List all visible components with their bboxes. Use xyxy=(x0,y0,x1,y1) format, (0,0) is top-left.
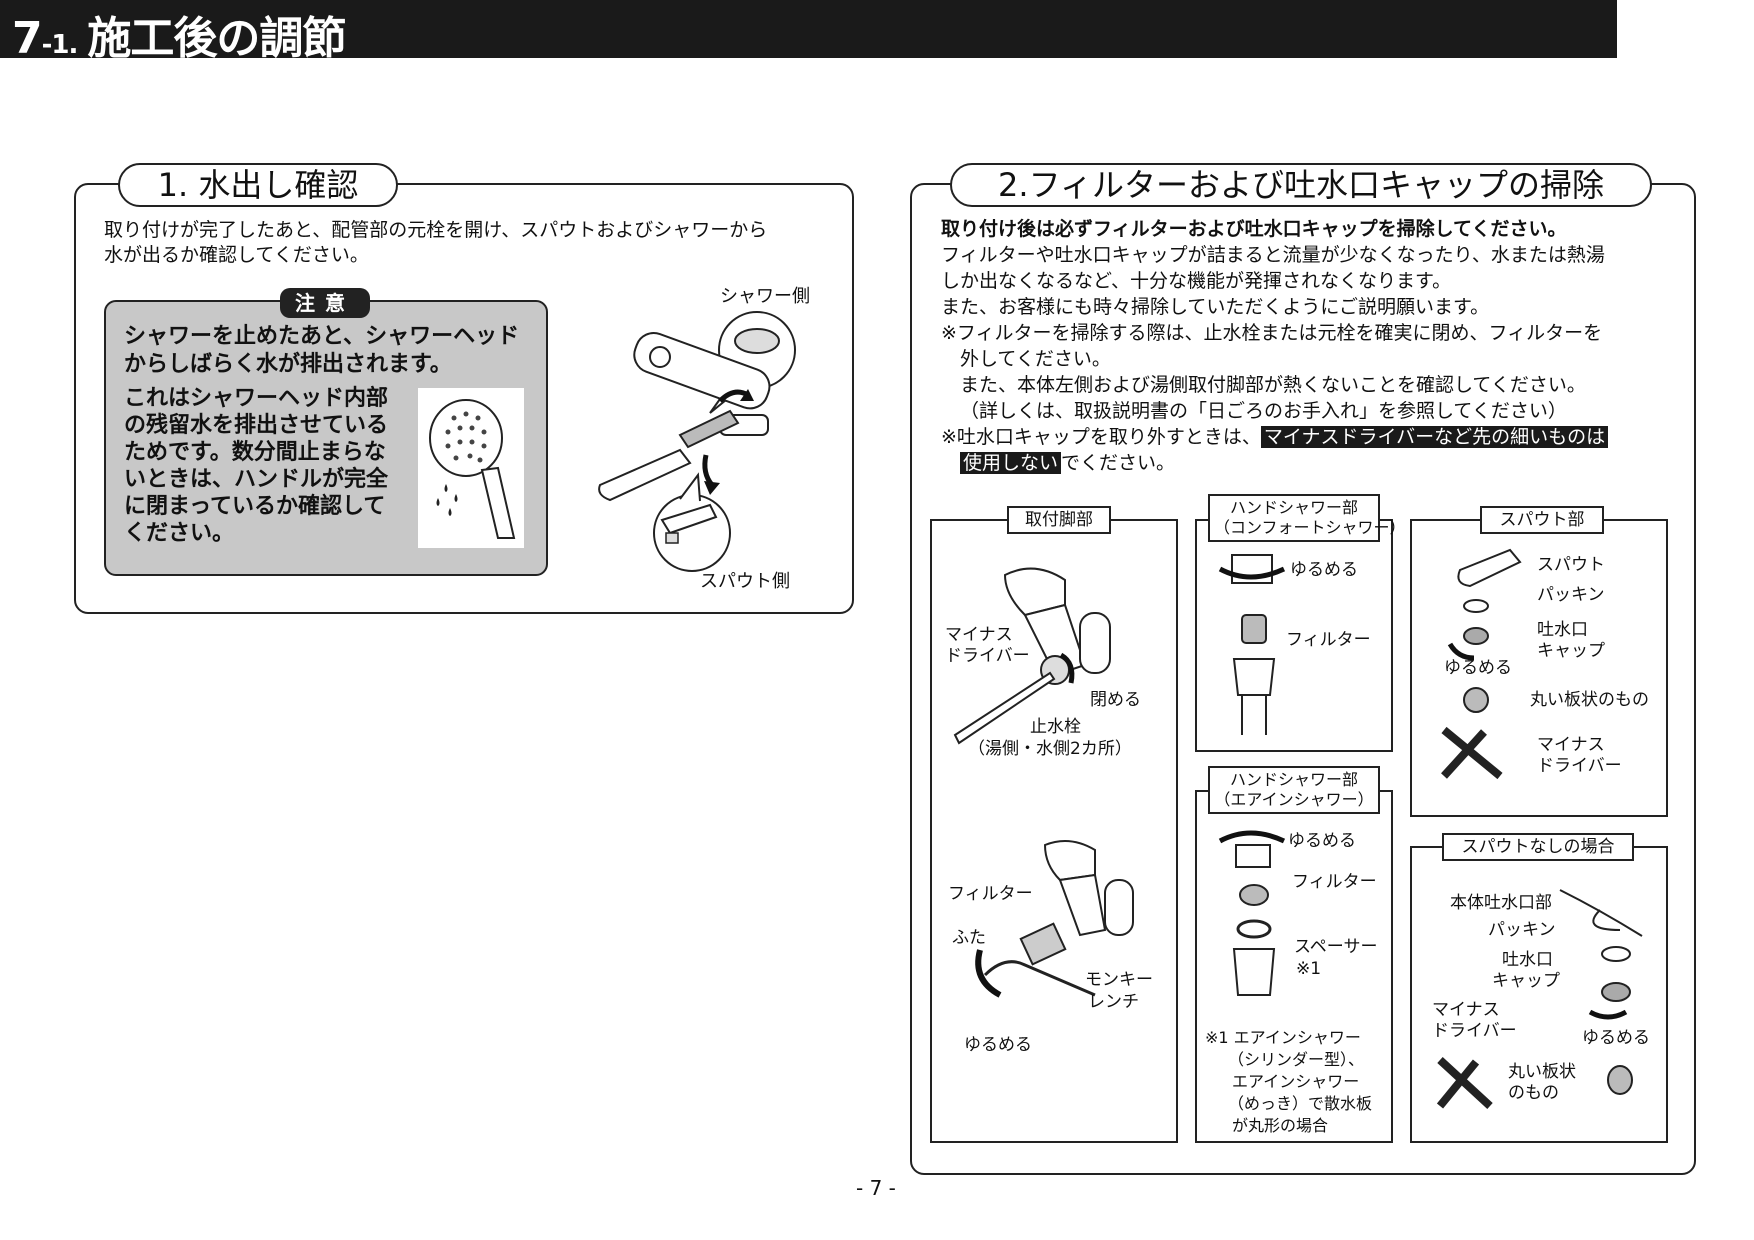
section2-line-5: 外してください。 xyxy=(960,348,1111,370)
section2-line-4: ※フィルターを掃除する際は、止水栓または元栓を確実に閉め、フィルターを xyxy=(941,322,1603,344)
airin-note-1: ※1 エアインシャワー xyxy=(1205,1028,1361,1047)
caution-line-1: シャワーを止めたあと、シャワーヘッド xyxy=(124,324,520,349)
page-header: 7-1.施工後の調節 xyxy=(0,0,1617,64)
base-label-wrench-2: レンチ xyxy=(1088,992,1139,1012)
spout-label-spout: スパウト xyxy=(1537,555,1605,575)
nospout-label-driver-2: ドライバー xyxy=(1432,1021,1517,1041)
section2-note: ※吐水口キャップを取り外すときは、マイナスドライバーなど先の細いものは xyxy=(941,425,1609,450)
box-nospout-title: スパウトなしの場合 xyxy=(1442,833,1634,861)
airin-label-spacer-2: ※1 xyxy=(1296,959,1322,979)
spout-label-cap-2: キャップ xyxy=(1537,641,1605,661)
box-spout-title: スパウト部 xyxy=(1480,506,1604,534)
label-shower-side: シャワー側 xyxy=(720,286,810,307)
airin-note-4: （めっき）で散水板 xyxy=(1228,1094,1373,1113)
caution-line-2: からしばらく水が排出されます。 xyxy=(124,352,452,377)
section2-lead: 取り付け後は必ずフィルターおよび吐水口キャップを掃除してください。 xyxy=(941,218,1567,240)
comfort-illustration xyxy=(1218,554,1286,735)
section2-line-6: また、本体左側および湯側取付脚部が熱くないことを確認してください。 xyxy=(960,374,1586,396)
section2-title: 2.フィルターおよび吐水口キャップの掃除 xyxy=(950,163,1652,207)
nospout-illustration xyxy=(1436,889,1643,1109)
caution-line-6: いときは、ハンドルが完全 xyxy=(124,467,389,492)
section1-intro-line2: 水が出るか確認してください。 xyxy=(104,244,369,266)
comfort-label-loosen: ゆるめる xyxy=(1290,560,1358,580)
base-label-close: 閉める xyxy=(1090,690,1141,710)
box-airin xyxy=(1195,790,1393,1143)
base-label-lid: ふた xyxy=(952,928,986,948)
nospout-label-round-1: 丸い板状 xyxy=(1508,1062,1576,1082)
section2-line-3: また、お客様にも時々掃除していただくようにご説明願います。 xyxy=(941,296,1490,318)
spout-label-driver-2: ドライバー xyxy=(1537,756,1622,776)
spout-label-cap-1: 吐水口 xyxy=(1537,620,1588,640)
base-label-driver-1: マイナス xyxy=(945,625,1013,645)
base-valve-illustration xyxy=(953,567,1111,745)
section2-line-2: しか出なくなるなど、十分な機能が発揮されなくなります。 xyxy=(941,270,1452,292)
section1-title: 1. 水出し確認 xyxy=(118,163,398,207)
box-airin-title: ハンドシャワー部（エアインシャワー） xyxy=(1208,766,1380,814)
nospout-label-cap-2: キャップ xyxy=(1492,971,1560,991)
base-filter-illustration xyxy=(975,840,1134,998)
airin-note-5: が丸形の場合 xyxy=(1232,1116,1329,1135)
box-comfort xyxy=(1195,519,1393,752)
caution-line-4: の残留水を排出させている xyxy=(124,413,389,438)
airin-label-spacer-1: スペーサー xyxy=(1294,937,1378,957)
nospout-label-cap-1: 吐水口 xyxy=(1502,950,1553,970)
base-label-wrench-1: モンキー xyxy=(1085,970,1153,990)
section2-line-1: フィルターや吐水口キャップが詰まると流量が少なくなったり、水または熱湯 xyxy=(941,244,1605,266)
spout-illustration xyxy=(1441,548,1522,780)
caution-line-8: ください。 xyxy=(124,521,235,546)
airin-note-3: エアインシャワー xyxy=(1232,1072,1360,1091)
caution-line-3: これはシャワーヘッド内部 xyxy=(124,386,389,411)
airin-illustration xyxy=(1218,830,1286,996)
page-number: - 7 - xyxy=(856,1176,896,1200)
airin-label-filter: フィルター xyxy=(1292,872,1377,892)
section2-note-cont: 使用しないでください。 xyxy=(960,451,1175,476)
nospout-label-packing: パッキン xyxy=(1488,920,1556,940)
section2-line-7: （詳しくは、取扱説明書の「日ごろのお手入れ」を参照してください） xyxy=(960,400,1567,422)
base-label-loosen: ゆるめる xyxy=(964,1035,1032,1055)
caution-label: 注意 xyxy=(280,288,370,318)
header-title: 7-1.施工後の調節 xyxy=(12,13,346,64)
label-spout-side: スパウト側 xyxy=(700,571,790,592)
caution-line-7: に閉まっているか確認して xyxy=(124,494,386,519)
spout-label-loosen: ゆるめる xyxy=(1444,658,1512,678)
airin-label-loosen: ゆるめる xyxy=(1288,831,1356,851)
nospout-label-round-2: のもの xyxy=(1508,1083,1559,1103)
spout-label-driver-1: マイナス xyxy=(1537,735,1605,755)
nospout-label-driver-1: マイナス xyxy=(1432,1000,1500,1020)
box-base-title: 取付脚部 xyxy=(1007,506,1111,534)
base-label-valve-1: 止水栓 xyxy=(1030,717,1081,737)
shower-head-illustration xyxy=(418,388,524,548)
base-label-valve-2: （湯側・水側2カ所） xyxy=(968,739,1132,759)
box-comfort-title: ハンドシャワー部（コンフォートシャワー） xyxy=(1208,494,1406,542)
comfort-label-filter: フィルター xyxy=(1286,630,1371,650)
section1-intro-line1: 取り付けが完了したあと、配管部の元栓を開け、スパウトおよびシャワーから xyxy=(104,219,768,241)
spout-label-packing: パッキン xyxy=(1537,585,1605,605)
airin-note-2: （シリンダー型）、 xyxy=(1228,1050,1365,1069)
nospout-label-loosen: ゆるめる xyxy=(1582,1028,1650,1048)
base-label-driver-2: ドライバー xyxy=(945,646,1030,666)
faucet-illustration xyxy=(598,311,796,572)
caution-line-5: ためです。数分間止まらな xyxy=(124,440,386,465)
spout-label-round: 丸い板状のもの xyxy=(1530,690,1649,710)
base-label-filter: フィルター xyxy=(948,884,1033,904)
nospout-label-body: 本体吐水口部 xyxy=(1450,893,1552,913)
